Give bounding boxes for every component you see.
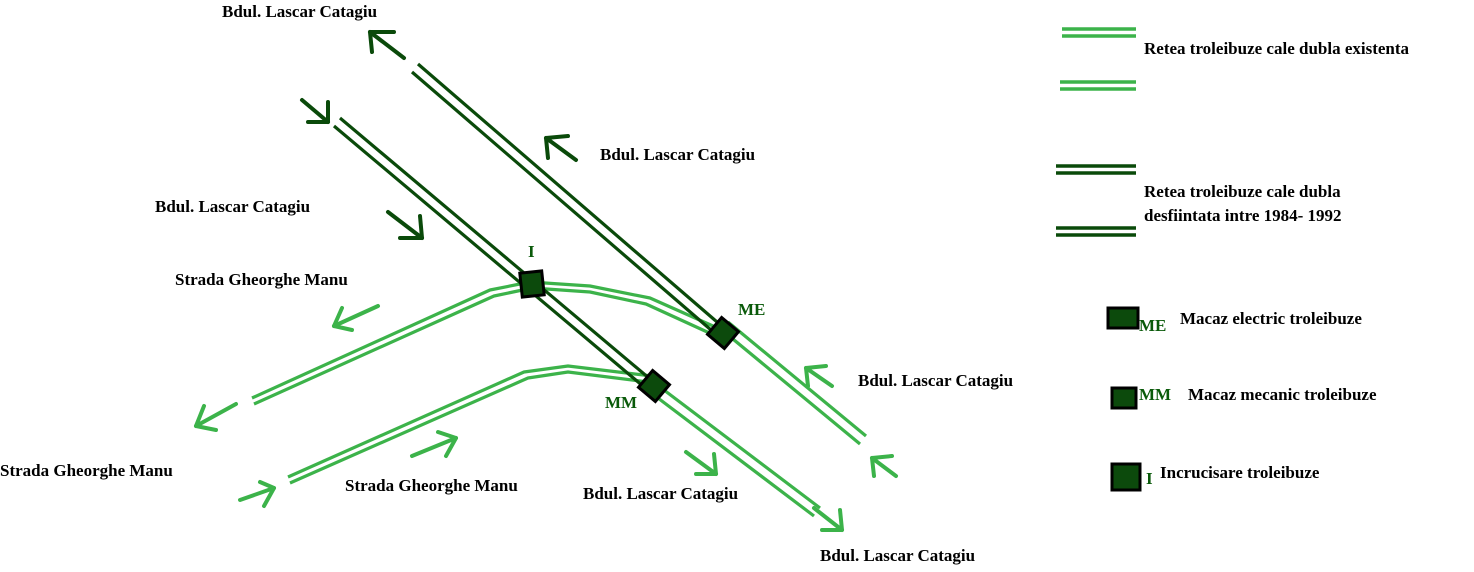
removed-line-upper-b <box>410 70 720 338</box>
legend-mechanical-label: Macaz mecanic troleibuze <box>1188 385 1377 404</box>
crossing-junction <box>518 269 546 299</box>
street-label: Bdul. Lascar Catagiu <box>222 2 377 21</box>
arrow-light-lascar-down-2 <box>812 506 844 532</box>
street-label: Strada Gheorghe Manu <box>345 476 518 495</box>
legend-electric-code: ME <box>1139 316 1166 335</box>
existing-line-lascar-south <box>655 382 821 510</box>
legend-existing-swatch <box>1060 27 1136 91</box>
removed-lines <box>332 62 726 394</box>
existing-line-manu-south-b <box>289 370 649 485</box>
street-label: Bdul. Lascar Catagiu <box>858 371 1013 390</box>
existing-line-lascar-south-b <box>649 390 815 518</box>
arrow-light-manu-east-2 <box>238 480 276 508</box>
existing-line-manu-north-b <box>253 286 717 406</box>
electric-code: ME <box>738 300 765 319</box>
legend-electric-label: Macaz electric troleibuze <box>1180 309 1362 328</box>
removed-line-upper-a <box>416 62 726 330</box>
arrow-dark-top-left <box>368 30 406 60</box>
legend-removed-swatch <box>1056 164 1136 237</box>
existing-line-manu-south <box>287 364 653 479</box>
arrow-light-manu-west-2 <box>194 402 238 432</box>
arrow-light-lascar-up-2 <box>870 454 898 478</box>
removed-line-lower-b <box>332 124 652 394</box>
street-label: Bdul. Lascar Catagiu <box>583 484 738 503</box>
arrow-light-lascar-up-1 <box>804 364 834 388</box>
legend-electric-switch-icon <box>1106 306 1140 330</box>
legend-removed-label-line1: Retea troleibuze cale dubla <box>1144 182 1341 201</box>
mechanical-code: MM <box>605 393 637 412</box>
street-label: Strada Gheorghe Manu <box>0 461 173 480</box>
street-labels: Bdul. Lascar Catagiu Bdul. Lascar Catagi… <box>0 2 1013 565</box>
legend-existing-label: Retea troleibuze cale dubla existenta <box>1144 39 1410 58</box>
existing-line-lascar-east <box>720 328 862 446</box>
legend-mechanical-code: MM <box>1139 385 1171 404</box>
arrow-light-lascar-down-1 <box>684 450 718 476</box>
street-label: Bdul. Lascar Catagiu <box>600 145 755 164</box>
electric-switch-junction <box>705 315 741 351</box>
removed-line-lower-a <box>338 116 658 386</box>
legend-crossing-icon <box>1110 462 1142 492</box>
arrow-light-manu-west-1 <box>332 304 380 332</box>
arrow-light-manu-east-1 <box>410 430 458 458</box>
direction-arrows <box>194 30 898 532</box>
crossing-code: I <box>528 242 535 261</box>
existing-lines <box>251 280 868 518</box>
legend-crossing-label: Incrucisare troleibuze <box>1160 463 1320 482</box>
street-label: Strada Gheorghe Manu <box>175 270 348 289</box>
legend-mechanical-switch-icon <box>1110 386 1138 410</box>
arrow-dark-mid-up <box>544 134 578 162</box>
legend-crossing-code: I <box>1146 469 1153 488</box>
junctions: I ME MM <box>518 242 765 412</box>
street-label: Bdul. Lascar Catagiu <box>820 546 975 565</box>
arrow-dark-down-2 <box>386 210 424 240</box>
existing-line-lascar-east-b <box>726 320 868 438</box>
mechanical-switch-junction <box>636 368 672 404</box>
street-label: Bdul. Lascar Catagiu <box>155 197 310 216</box>
legend-removed-label-line2: desfiintata intre 1984- 1992 <box>1144 206 1342 225</box>
arrow-dark-down-1 <box>300 98 330 124</box>
legend: Retea troleibuze cale dubla existenta Re… <box>1056 27 1410 492</box>
existing-line-manu-north <box>251 280 723 400</box>
